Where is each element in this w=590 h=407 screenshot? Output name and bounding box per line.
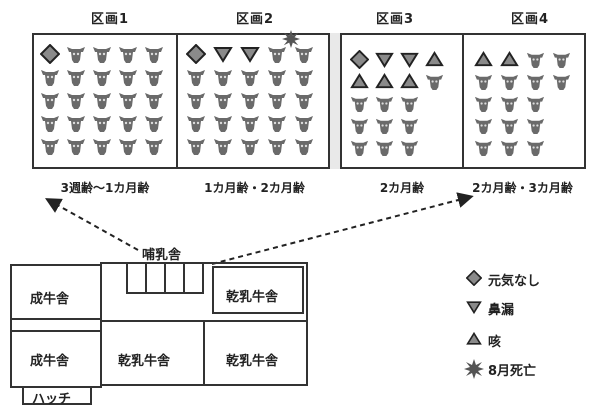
section-1-age: 3週齢～1カ月齢 [60, 181, 150, 195]
nursing-barn-label: 哺乳舎 [142, 248, 182, 263]
hutch-box [22, 386, 92, 405]
section-3-title: 区画3 [375, 12, 415, 27]
dry-barn-bottom-left-label: 乾乳牛舎 [118, 354, 171, 369]
nursing-stalls [126, 262, 204, 294]
down-triangle-icon [466, 301, 482, 314]
up-triangle-icon [466, 332, 482, 345]
adult-barn-top-label: 成牛舎 [30, 292, 70, 307]
section-4-title: 区画4 [510, 12, 550, 27]
legend-cough: 咳 [488, 335, 502, 350]
section-2-age: 1カ月齢・2カ月齢 [204, 181, 305, 195]
section-3-age: 2カ月齢 [379, 181, 425, 195]
legend-runny-nose: 鼻漏 [488, 303, 515, 318]
arrow-to-section-1 [45, 198, 139, 251]
dry-barn-top-right-label: 乾乳牛舎 [226, 290, 279, 305]
pen-gap-shade [328, 33, 342, 169]
legend-died-august: 8月死亡 [488, 364, 537, 379]
complex-inner-divider-v [203, 320, 205, 386]
section-1-title: 区画1 [90, 12, 130, 27]
section-4-age: 2カ月齢・3カ月齢 [472, 181, 573, 195]
adult-barn-bottom-label: 成牛舎 [30, 354, 70, 369]
complex-inner-divider-h [100, 320, 308, 322]
section-2-title: 区画2 [235, 12, 275, 27]
hutch-label: ハッチ [32, 392, 72, 407]
legend-lethargic: 元気なし [488, 274, 541, 289]
arrow-to-section-4 [211, 192, 474, 265]
pen-section-2 [176, 33, 330, 169]
adult-barn-divider [10, 318, 102, 332]
diamond-icon [466, 270, 482, 286]
dry-barn-top-right [212, 266, 304, 314]
pen-section-4 [462, 33, 586, 169]
starburst-icon [464, 359, 484, 379]
dry-barn-bottom-right-label: 乾乳牛舎 [226, 354, 279, 369]
